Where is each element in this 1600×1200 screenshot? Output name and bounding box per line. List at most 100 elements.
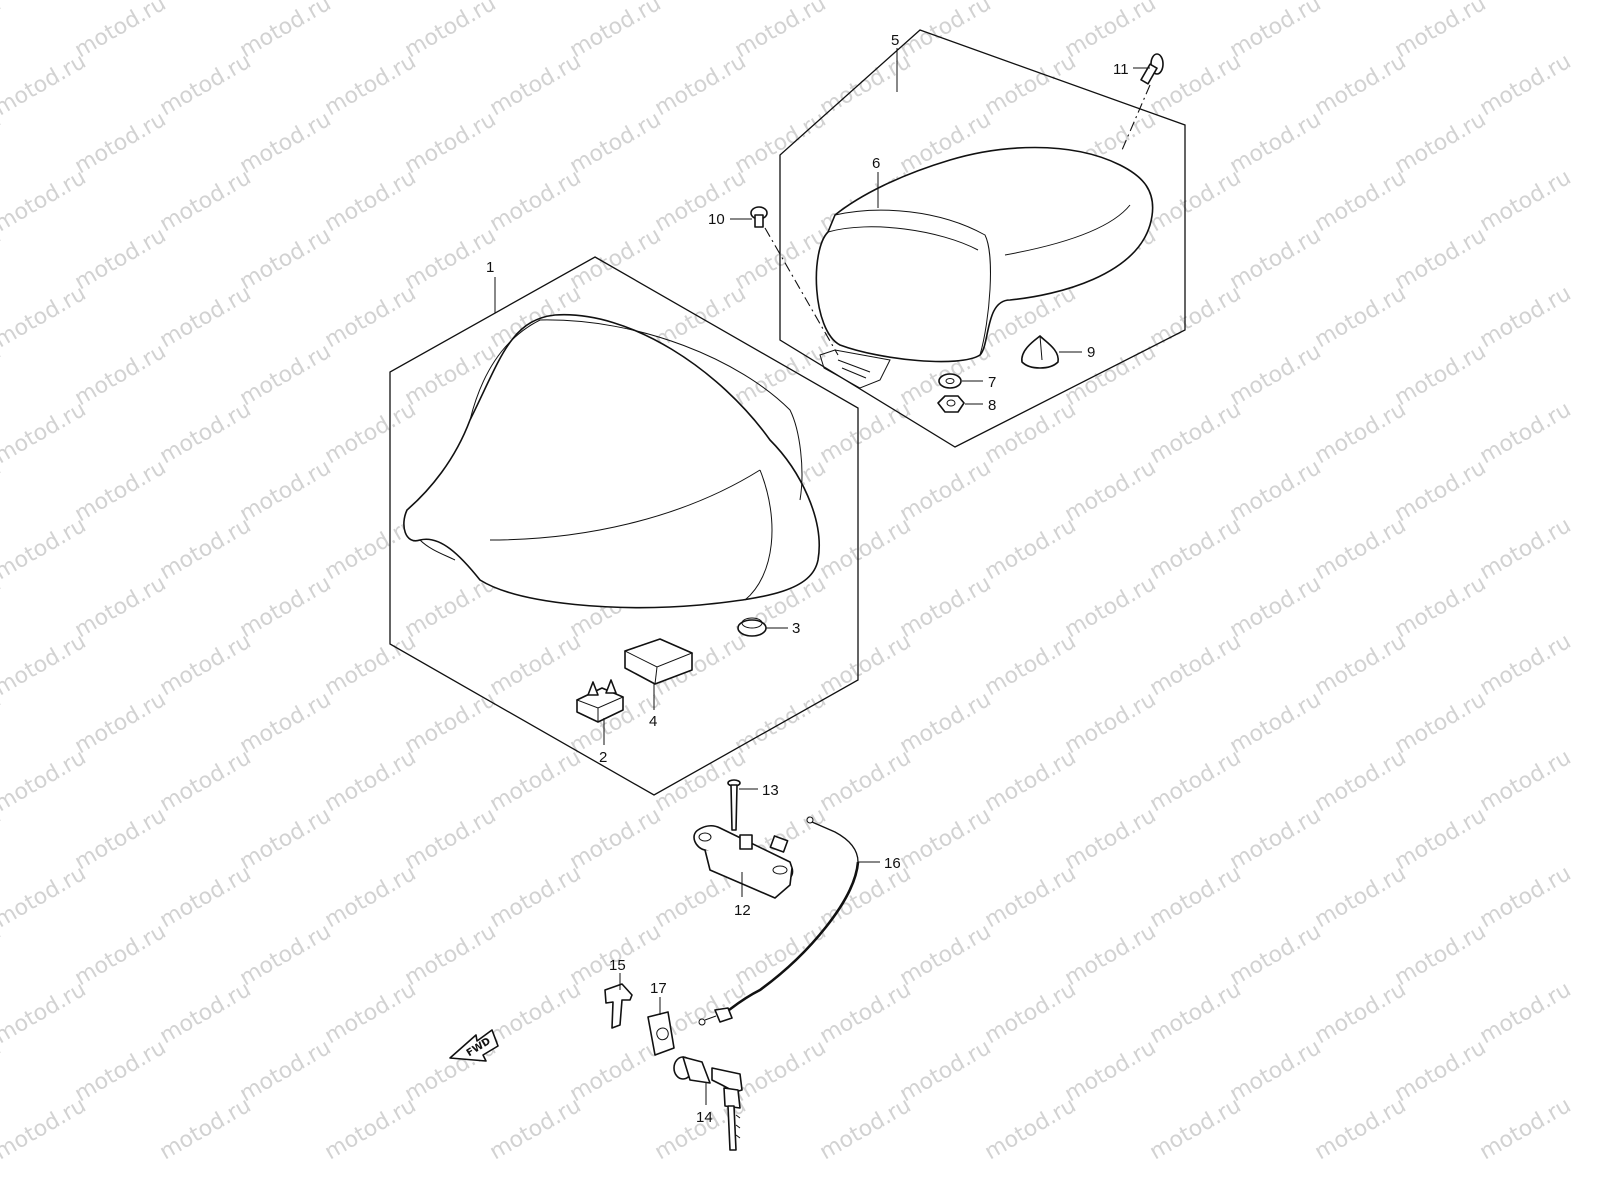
watermark-text: motod.ru bbox=[156, 745, 256, 817]
watermark-text: motod.ru bbox=[816, 977, 916, 1049]
pad-4-part[interactable] bbox=[623, 638, 694, 685]
watermark-text: motod.ru bbox=[1226, 339, 1326, 411]
callout-6[interactable]: 6 bbox=[872, 155, 880, 172]
watermark-text: motod.ru bbox=[1476, 281, 1576, 353]
watermark-text: motod.ru bbox=[896, 1035, 996, 1107]
front-seat-part[interactable] bbox=[403, 313, 820, 609]
nut-8-part[interactable] bbox=[937, 395, 965, 413]
watermark-text: motod.ru bbox=[1061, 803, 1161, 875]
callout-12[interactable]: 12 bbox=[734, 902, 751, 919]
watermark-text: motod.ru bbox=[486, 0, 586, 5]
plate-17-part[interactable] bbox=[647, 1011, 675, 1056]
watermark-text: motod.ru bbox=[1226, 571, 1326, 643]
watermark-text: motod.ru bbox=[0, 977, 90, 1049]
watermark-text: motod.ru bbox=[236, 1035, 336, 1107]
watermark-text: motod.ru bbox=[236, 0, 336, 63]
cable-16-part[interactable] bbox=[698, 816, 860, 1026]
watermark-text: motod.ru bbox=[1061, 571, 1161, 643]
callout-17[interactable]: 17 bbox=[650, 980, 667, 997]
seat-lock-12-part[interactable] bbox=[693, 825, 794, 899]
callouts: 1 2 3 4 5 6 7 8 9 10 11 12 13 bbox=[486, 32, 1150, 1126]
watermark-text: motod.ru bbox=[321, 165, 421, 237]
callout-14[interactable]: 14 bbox=[696, 1109, 713, 1126]
watermark-text: motod.ru bbox=[486, 1093, 586, 1165]
watermark-text: motod.ru bbox=[1146, 0, 1246, 5]
cushion-9-part[interactable] bbox=[1021, 335, 1059, 369]
watermark-text: motod.ru bbox=[236, 455, 336, 527]
bolt-10-part[interactable] bbox=[750, 206, 768, 228]
watermark-text: motod.ru bbox=[156, 165, 256, 237]
watermark-text: motod.ru bbox=[0, 281, 90, 353]
watermark-text: motod.ru bbox=[236, 803, 336, 875]
watermark-text: motod.ru bbox=[816, 745, 916, 817]
watermark-text: motod.ru bbox=[1476, 49, 1576, 121]
callout-9[interactable]: 9 bbox=[1087, 344, 1095, 361]
callout-5[interactable]: 5 bbox=[891, 32, 899, 49]
callout-4[interactable]: 4 bbox=[649, 713, 657, 730]
watermark-text: motod.ru bbox=[1146, 861, 1246, 933]
watermark-text: motod.ru bbox=[1311, 281, 1411, 353]
watermark-text: motod.ru bbox=[896, 455, 996, 527]
screw-11-part[interactable] bbox=[1140, 53, 1164, 85]
callout-2[interactable]: 2 bbox=[599, 749, 607, 766]
watermark-text: motod.ru bbox=[1061, 687, 1161, 759]
watermark-text: motod.ru bbox=[1146, 629, 1246, 701]
front-seat-group-outline bbox=[389, 256, 859, 796]
mount-line-10 bbox=[764, 227, 839, 356]
watermark-text: motod.ru bbox=[1311, 977, 1411, 1049]
watermark-text: motod.ru bbox=[1476, 629, 1576, 701]
watermark-text: motod.ru bbox=[1146, 165, 1246, 237]
watermark-text: motod.ru bbox=[1391, 339, 1491, 411]
watermark-text: motod.ru bbox=[236, 687, 336, 759]
watermark-text: motod.ru bbox=[486, 745, 586, 817]
watermark-text: motod.ru bbox=[1311, 397, 1411, 469]
watermark-text: motod.ru bbox=[1311, 0, 1411, 5]
clip-15-part[interactable] bbox=[604, 983, 633, 1029]
watermark-text: motod.ru bbox=[1476, 165, 1576, 237]
watermark-text: motod.ru bbox=[1061, 0, 1161, 63]
watermark-text: motod.ru bbox=[896, 687, 996, 759]
watermark-text: motod.ru bbox=[0, 629, 90, 701]
rear-seat-group bbox=[750, 29, 1186, 448]
callout-11[interactable]: 11 bbox=[1113, 61, 1129, 78]
callout-13[interactable]: 13 bbox=[762, 782, 779, 799]
watermark-text: motod.ru bbox=[981, 1093, 1081, 1165]
watermark-text: motod.ru bbox=[321, 0, 421, 5]
watermark-text: motod.ru bbox=[1391, 803, 1491, 875]
watermark-text: motod.ru bbox=[1226, 919, 1326, 991]
watermark-text: motod.ru bbox=[1146, 513, 1246, 585]
callout-10[interactable]: 10 bbox=[708, 211, 725, 228]
watermark-text: motod.ru bbox=[981, 49, 1081, 121]
callout-15[interactable]: 15 bbox=[609, 957, 626, 974]
lock-cylinder-14-part[interactable] bbox=[673, 1056, 743, 1151]
watermark-text: motod.ru bbox=[156, 0, 256, 5]
callout-8[interactable]: 8 bbox=[988, 397, 996, 414]
watermark-text: motod.ru bbox=[321, 1093, 421, 1165]
watermark-text: motod.ru bbox=[1311, 513, 1411, 585]
watermark-text: motod.ru bbox=[1311, 629, 1411, 701]
watermark-text: motod.ru bbox=[1311, 1093, 1411, 1165]
damper-2-part[interactable] bbox=[575, 679, 625, 723]
watermark-text: motod.ru bbox=[981, 629, 1081, 701]
watermark-text: motod.ru bbox=[1226, 1035, 1326, 1107]
watermark-text: motod.ru bbox=[321, 281, 421, 353]
watermark-text: motod.ru bbox=[236, 339, 336, 411]
watermark-text: motod.ru bbox=[1311, 165, 1411, 237]
watermark-text: motod.ru bbox=[321, 745, 421, 817]
watermark-text: motod.ru bbox=[156, 397, 256, 469]
watermark-text: motod.ru bbox=[486, 49, 586, 121]
watermark-text: motod.ru bbox=[1061, 919, 1161, 991]
callout-16[interactable]: 16 bbox=[884, 855, 901, 872]
callout-1[interactable]: 1 bbox=[486, 259, 494, 276]
watermark-text: motod.ru bbox=[0, 861, 90, 933]
watermark-text: motod.ru bbox=[566, 0, 666, 63]
watermark-text: motod.ru bbox=[1391, 0, 1491, 63]
callout-3[interactable]: 3 bbox=[792, 620, 800, 637]
callout-7[interactable]: 7 bbox=[988, 374, 996, 391]
watermark-text: motod.ru bbox=[896, 571, 996, 643]
watermark-text: motod.ru bbox=[651, 49, 751, 121]
rear-seat-part[interactable] bbox=[815, 146, 1154, 389]
washer-7-part[interactable] bbox=[938, 373, 962, 389]
watermark-text: motod.ru bbox=[236, 223, 336, 295]
screw-13-part[interactable] bbox=[727, 779, 741, 831]
